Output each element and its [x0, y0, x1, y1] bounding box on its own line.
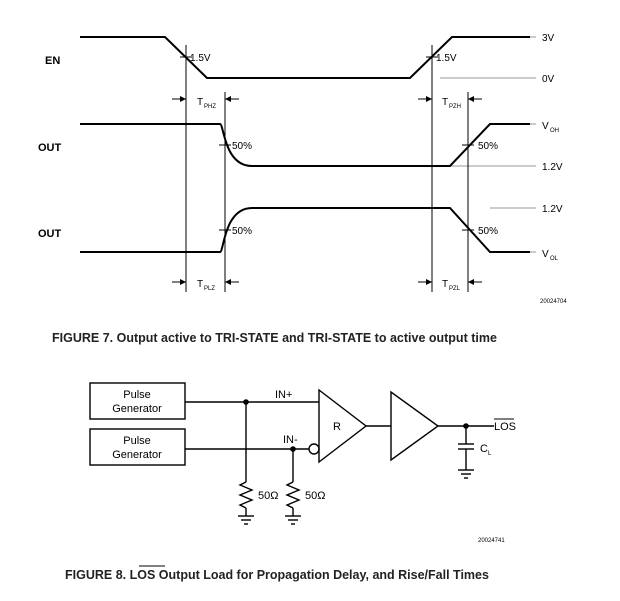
timing-label-tplz: T: [197, 279, 203, 290]
receiver-label: R: [333, 421, 341, 433]
timing-label-tphz: T: [197, 97, 203, 108]
figure-8: Pulse Generator Pulse Generator 50Ω 50Ω …: [65, 382, 516, 582]
level-3v: 3V: [542, 33, 555, 44]
signal-label-out-1: OUT: [38, 142, 62, 154]
capacitor-label-subscript: L: [488, 451, 492, 457]
pulse-generator-2-line2: Generator: [112, 449, 162, 461]
figure-8-id: 20024741: [478, 538, 505, 544]
timing-label-tphz-subscript: PHZ: [204, 104, 216, 110]
pulse-generator-1-line2: Generator: [112, 403, 162, 415]
capacitor-label: C: [480, 443, 488, 455]
resistor-2: [285, 481, 301, 509]
figure-8-caption-text: Output Load for Propagation Delay, and R…: [159, 568, 489, 582]
level-vol: V: [542, 249, 549, 260]
timing-label-tpzh: T: [442, 97, 448, 108]
ground-symbol-3: [458, 469, 474, 479]
figure-7-caption: FIGURE 7. Output active to TRI-STATE and…: [52, 331, 497, 345]
ground-symbol-2: [285, 515, 301, 525]
signal-label-out-2: OUT: [38, 228, 62, 240]
level-0v: 0V: [542, 74, 555, 85]
signal-label-en: EN: [45, 55, 60, 67]
pulse-generator-2: [89, 428, 186, 466]
threshold-out2-b: 50%: [478, 226, 498, 237]
timing-label-tpzl: T: [442, 279, 448, 290]
ground-symbol-1: [238, 515, 254, 525]
inverting-bubble: [308, 443, 320, 455]
threshold-en-rise: 1.5V: [436, 53, 457, 64]
waveform-out-1: [80, 123, 530, 167]
threshold-en-fall: 1.5V: [190, 53, 211, 64]
waveform-out-2: [80, 207, 530, 253]
input-label-in-plus: IN+: [275, 389, 292, 401]
threshold-out1-b: 50%: [478, 141, 498, 152]
output-label-los: LOS: [494, 421, 516, 433]
receiver-r: [318, 388, 368, 464]
level-1v2-b: 1.2V: [542, 204, 563, 215]
resistor-1: [238, 481, 254, 509]
threshold-out1-a: 50%: [232, 141, 252, 152]
level-voh-subscript: OH: [550, 128, 559, 134]
resistor-1-value: 50Ω: [258, 490, 278, 502]
figure-8-caption: FIGURE 8. LOS Output Load for Propagatio…: [65, 568, 489, 582]
level-1v2-a: 1.2V: [542, 162, 563, 173]
waveform-en: [80, 36, 530, 79]
figure-7-id: 20024704: [540, 299, 567, 305]
pulse-generator-1-line1: Pulse: [123, 389, 151, 401]
output-buffer: [390, 390, 440, 462]
level-voh: V: [542, 121, 549, 132]
figure-8-caption-los: LOS: [130, 568, 156, 582]
timing-label-tpzl-subscript: PZL: [449, 286, 461, 292]
timing-label-tpzh-subscript: PZH: [449, 104, 461, 110]
pulse-generator-2-line1: Pulse: [123, 435, 151, 447]
dimension-tpzh: [418, 96, 482, 102]
dimension-tplz: [172, 279, 239, 285]
timing-label-tplz-subscript: PLZ: [204, 286, 215, 292]
dimension-tphz: [172, 96, 239, 102]
figure-8-caption-prefix: FIGURE 8.: [65, 568, 126, 582]
resistor-2-value: 50Ω: [305, 490, 325, 502]
pulse-generator-1: [89, 382, 186, 420]
dimension-tpzl: [418, 279, 482, 285]
threshold-out2-a: 50%: [232, 226, 252, 237]
level-vol-subscript: OL: [550, 256, 559, 262]
input-label-in-minus: IN-: [283, 434, 298, 446]
figure-7: EN OUT OUT 3V 0V V OH 1.2V 1.2V V OL: [38, 33, 567, 345]
